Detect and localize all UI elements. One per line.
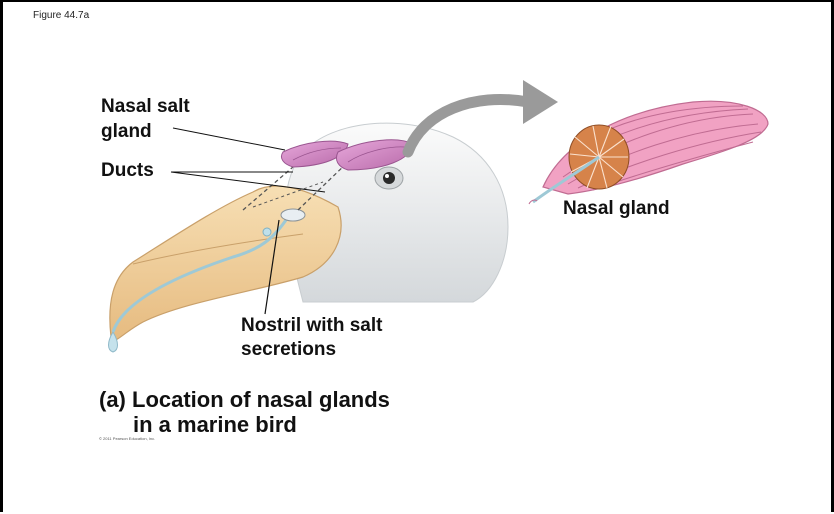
label-nasal-salt-gland: Nasal salt gland xyxy=(101,94,190,144)
bird-eye-pupil xyxy=(383,172,395,184)
leader-nasal-salt-gland xyxy=(173,128,285,150)
label-nostril-line1: Nostril with salt xyxy=(241,314,382,338)
caption-line1: (a) Location of nasal glands xyxy=(99,387,390,412)
label-ducts: Ducts xyxy=(101,160,154,182)
nostril-tube xyxy=(281,209,305,221)
label-nostril: Nostril with salt secretions xyxy=(241,314,382,362)
nasal-gland-enlarged xyxy=(529,101,768,204)
figure-id: Figure 44.7a xyxy=(33,10,89,21)
copyright-notice: © 2011 Pearson Education, Inc. xyxy=(99,436,155,441)
caption-line2: in a marine bird xyxy=(99,412,390,437)
label-nasal-gland: Nasal gland xyxy=(563,198,670,220)
label-nostril-line2: secretions xyxy=(241,338,382,362)
label-nasal-salt-gland-line2: gland xyxy=(101,119,190,144)
label-nasal-salt-gland-line1: Nasal salt xyxy=(101,94,190,119)
figure-caption: (a) Location of nasal glands in a marine… xyxy=(99,387,390,437)
